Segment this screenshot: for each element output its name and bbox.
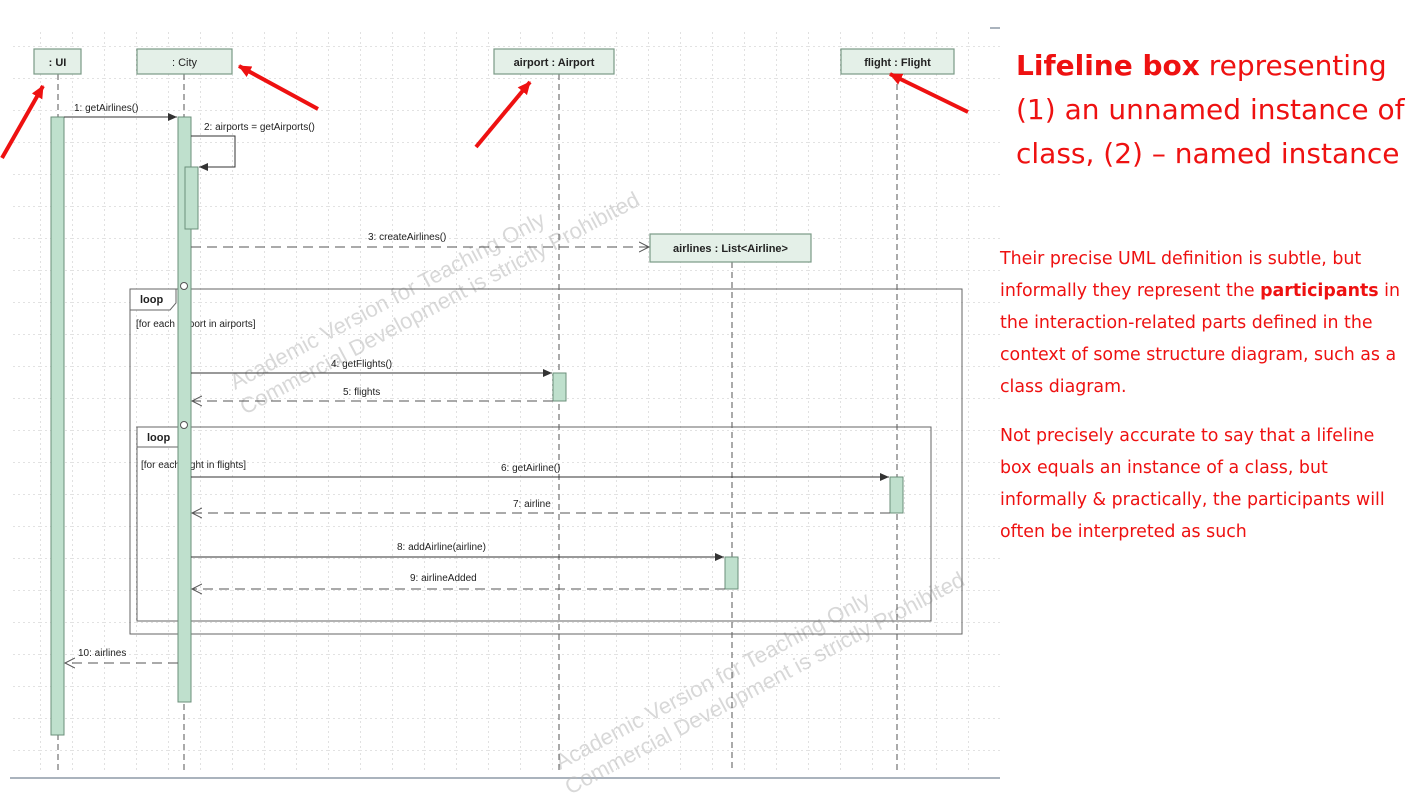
activation-ui: [50, 116, 65, 736]
message-9[interactable]: 9: airlineAdded: [192, 573, 725, 589]
loop-fragment-airports: loop [for each airport in airports]: [129, 288, 963, 635]
lifeline-ui[interactable]: : UI: [33, 48, 82, 75]
svg-text:4: getFlights(): 4: getFlights(): [331, 359, 392, 370]
lifeline-airlines[interactable]: airlines : List<Airline>: [649, 233, 812, 263]
svg-text:10: airlines: 10: airlines: [78, 648, 126, 659]
activation-city-self: [184, 166, 199, 230]
svg-text:2: airports = getAirports(): 2: airports = getAirports(): [204, 122, 315, 133]
pointer-arrows: [0, 64, 969, 159]
sequence-diagram: Academic Version for Teaching Only Comme…: [0, 27, 1000, 799]
svg-text:5: flights: 5: flights: [343, 387, 380, 398]
loop-operator: loop: [140, 294, 163, 306]
description-text: Their precise UML definition is subtle, …: [1000, 243, 1408, 565]
lifeline-city[interactable]: : City: [136, 48, 233, 75]
lifeline-flight-label: flight : Flight: [864, 57, 931, 69]
lifeline-city-label: : City: [172, 57, 198, 69]
svg-text:6: getAirline(): 6: getAirline(): [501, 463, 560, 474]
activation-bars: [50, 116, 904, 736]
fragment-anchor: [180, 421, 188, 429]
pointer-arrow-ui: [0, 85, 45, 159]
callout-title-text: representing (1) an unnamed instance of …: [1016, 49, 1405, 170]
loop-guard: [for each flight in flights]: [141, 460, 246, 471]
loop-operator: loop: [147, 432, 170, 444]
message-8[interactable]: 8: addAirline(airline): [191, 542, 724, 561]
message-7[interactable]: 7: airline: [192, 499, 890, 513]
message-1[interactable]: 1: getAirlines(): [64, 103, 177, 121]
loop-fragment-flights: loop [for each flight in flights]: [136, 426, 932, 622]
pointer-arrow-airport: [474, 80, 532, 149]
description-paragraph-2: Not precisely accurate to say that a lif…: [1000, 426, 1385, 542]
activation-flight: [889, 476, 904, 514]
lifeline-airlines-label: airlines : List<Airline>: [673, 243, 788, 255]
activation-airlines: [724, 556, 739, 590]
svg-text:8: addAirline(airline): 8: addAirline(airline): [397, 542, 486, 553]
svg-text:3: createAirlines(): 3: createAirlines(): [368, 232, 446, 243]
fragment-anchor: [180, 282, 188, 290]
message-4[interactable]: 4: getFlights(): [191, 359, 552, 377]
activation-city: [177, 116, 192, 703]
message-6[interactable]: 6: getAirline(): [191, 463, 889, 481]
pointer-arrow-flight: [889, 72, 969, 114]
callout-title: Lifeline box representing (1) an unnamed…: [1016, 44, 1408, 176]
loop-guard: [for each airport in airports]: [136, 319, 256, 330]
lifeline-ui-label: : UI: [49, 57, 67, 69]
lifeline-airport-label: airport : Airport: [514, 57, 595, 69]
participants-term: participants: [1260, 281, 1379, 301]
activation-airport: [552, 372, 567, 402]
svg-text:7: airline: 7: airline: [513, 499, 551, 510]
svg-text:1: getAirlines(): 1: getAirlines(): [74, 103, 138, 114]
lifeline-airport[interactable]: airport : Airport: [493, 48, 615, 75]
callout-title-bold: Lifeline box: [1016, 49, 1200, 82]
svg-text:9: airlineAdded: 9: airlineAdded: [410, 573, 477, 584]
message-2[interactable]: 2: airports = getAirports(): [191, 122, 315, 171]
description-paragraph-1: Their precise UML definition is subtle, …: [1000, 249, 1401, 397]
message-10[interactable]: 10: airlines: [65, 648, 178, 663]
pointer-arrow-city: [238, 64, 319, 111]
message-5[interactable]: 5: flights: [192, 387, 553, 401]
lifeline-flight[interactable]: flight : Flight: [840, 48, 955, 75]
message-3[interactable]: 3: createAirlines(): [191, 232, 649, 247]
